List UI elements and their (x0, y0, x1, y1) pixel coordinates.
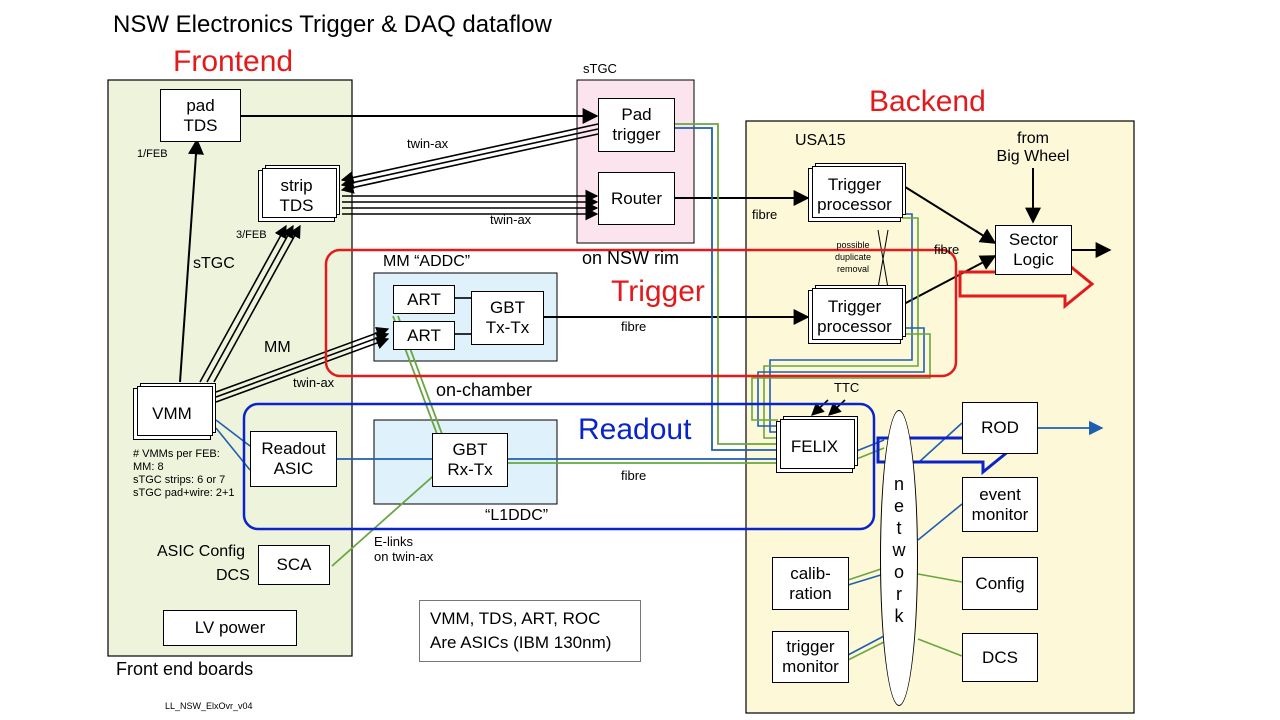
config-box: Config (962, 557, 1038, 610)
network-label: n e t w o r k (892, 474, 906, 626)
rod-box: ROD (962, 402, 1038, 454)
possible-duplicate-removal-label: possible duplicate removal (834, 240, 872, 274)
calibration-box: calib-ration (772, 557, 849, 610)
lv-power-box: LV power (163, 610, 297, 646)
front-end-boards-label: Front end boards (116, 659, 254, 679)
vmms-per-feb-note: # VMMs per FEB: MM: 8 sTGC strips: 6 or … (133, 448, 235, 499)
sca-box: SCA (258, 545, 330, 585)
on-chamber-label: on-chamber (436, 380, 533, 400)
stgc-rim-label: sTGC (583, 61, 617, 76)
art-box-1: ART (393, 285, 455, 314)
twin-ax-lower-label: twin-ax (490, 212, 532, 227)
readout-heading: Readout (578, 413, 692, 446)
three-feb-label: 3/FEB (236, 229, 267, 241)
twin-ax-mm-label: twin-ax (293, 375, 335, 390)
backend-heading: Backend (869, 85, 986, 118)
one-feb-label: 1/FEB (137, 148, 168, 160)
asic-config-label: ASIC Config (157, 543, 246, 560)
twin-ax-upper-label: twin-ax (407, 136, 449, 151)
asics-note-box: VMM, TDS, ART, ROC Are ASICs (IBM 130nm) (419, 600, 641, 662)
fibre-router-label: fibre (752, 207, 778, 222)
diagram-title: NSW Electronics Trigger & DAQ dataflow (113, 11, 552, 38)
trigger-frame (324, 248, 958, 378)
fibre-sector-label: fibre (934, 242, 960, 257)
l1ddc-label: “L1DDC” (485, 507, 549, 524)
footer-id-label: LL_NSW_ElxOvr_v04 (165, 701, 253, 711)
vmm-box: VMM (133, 383, 216, 440)
stgc-side-label: sTGC (193, 255, 235, 272)
trigger-heading: Trigger (611, 275, 705, 308)
fibre-readout-label: fibre (621, 468, 647, 483)
router-box: Router (598, 172, 675, 225)
network-ellipse: n e t w o r k (880, 410, 918, 706)
ttc-label: TTC (834, 380, 860, 395)
usa15-label: USA15 (795, 132, 846, 149)
art-box-2: ART (393, 321, 455, 350)
felix-box: FELIX (776, 416, 858, 473)
readout-frame (242, 402, 876, 531)
dcs-text-label: DCS (216, 567, 250, 584)
mm-side-label: MM (264, 339, 291, 356)
frontend-heading: Frontend (173, 45, 294, 78)
elinks-label: E-links on twin-ax (374, 534, 434, 564)
mm-addc-label: MM “ADDC” (383, 253, 471, 270)
from-big-wheel-label: from Big Wheel (996, 130, 1070, 165)
fibre-gbt-label: fibre (621, 319, 647, 334)
dcs-box: DCS (962, 633, 1038, 682)
on-nsw-rim-label: on NSW rim (582, 248, 680, 268)
